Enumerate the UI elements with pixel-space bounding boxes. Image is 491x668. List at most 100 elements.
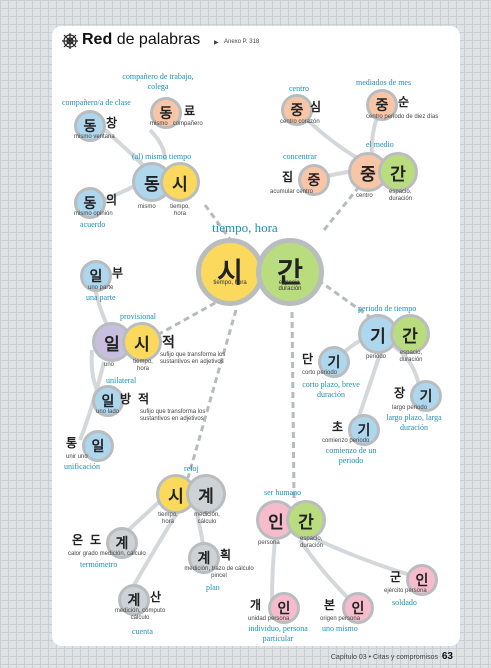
dongui-meaning: acuerdo	[80, 220, 106, 229]
dongchang-caption: mismo ventana	[74, 134, 115, 140]
ilsi-si-circle: 시	[122, 322, 162, 362]
jang-char: 장	[394, 386, 406, 400]
dongsi-si-caption: tiempo, hora	[170, 204, 190, 217]
hub-gan-caption: espacio, duración	[278, 280, 302, 292]
cho-char: 초	[332, 420, 344, 434]
gyesan-meaning: cuenta	[132, 627, 153, 636]
bonin-caption: origen persona	[320, 616, 361, 622]
page-footer: Capítulo 03 • Citas y compromisos 63	[330, 651, 453, 662]
gaein-in-circle: 인	[268, 592, 300, 624]
junggan-gan-caption: espacio, duración	[389, 189, 413, 202]
jipjung-caption: acumular centro	[270, 189, 314, 195]
page-title: Red de palabras	[82, 31, 201, 48]
gunin-caption: ejército persona	[384, 588, 427, 594]
sigye-gye-circle: 계	[186, 474, 226, 514]
jungsim-jung-circle: 중	[281, 94, 313, 126]
dong-circle: 동	[150, 97, 182, 129]
sun-char: 순	[398, 95, 410, 109]
dan-char: 단	[302, 352, 314, 366]
gaein-caption: unidad persona	[248, 616, 290, 622]
on-char: 온	[72, 533, 84, 547]
sigye-gye-caption: medición, cálculo	[194, 512, 220, 525]
bonin-in-circle: 인	[342, 592, 374, 624]
do-char: 도	[90, 533, 102, 547]
gyesan-gye-circle: 계	[118, 584, 150, 616]
hub-si-caption: tiempo, hora	[213, 280, 247, 286]
janggi-meaning: largo plazo, larga duración	[386, 413, 442, 432]
ryo-char: 료	[184, 104, 196, 118]
gyehoek-gye-circle: 계	[188, 542, 220, 574]
dongui-caption: mismo opinión	[74, 211, 113, 217]
dongsi-si-circle: 시	[160, 162, 200, 202]
jeok-caption: sufijo que transforma los sustantivos en…	[160, 352, 226, 365]
gigan-gi-caption: periodo	[366, 354, 387, 360]
bon-char: 본	[324, 598, 336, 612]
dangi-meaning: corto plazo, breve duración	[302, 380, 360, 399]
ilbu-il-circle: 일	[80, 260, 112, 292]
chogi-caption: comienzo periodo	[322, 438, 370, 444]
sigye-meaning: reloj	[184, 464, 199, 473]
ondogye-meaning: termómetro	[80, 560, 118, 569]
dangi-caption: corto periodo	[302, 370, 338, 376]
jungsun-jung-circle: 중	[366, 89, 398, 121]
jungsim-caption: centro corazón	[280, 119, 320, 125]
gunin-in-circle: 인	[406, 564, 438, 596]
sigye-si-caption: tiempo, hora	[158, 512, 178, 525]
jungsim-meaning: centro	[289, 84, 309, 93]
ilbu-meaning: una parte	[86, 293, 116, 302]
dongsi-dong-caption: mismo	[138, 204, 156, 210]
tongil-caption: unir uno	[66, 454, 88, 460]
gigan-gan-caption: espacio, duración	[399, 350, 423, 363]
ilbu-caption: uno parte	[88, 285, 114, 291]
spider-web-icon	[62, 33, 78, 49]
jungsun-caption: centro periodo de diez días	[366, 114, 439, 120]
dongryo-caption: mismo compañero	[150, 121, 203, 127]
ingan-gan-circle: 간	[286, 500, 326, 540]
ondogye-gye-circle: 계	[106, 527, 138, 559]
tongil-meaning: unificación	[64, 462, 100, 471]
hoek-char: 획	[220, 548, 232, 562]
bang-char: 방	[120, 392, 132, 406]
ingan-meaning: ser humano	[264, 488, 302, 497]
gyehoek-meaning: plan	[206, 583, 220, 592]
ilbang-jeok-caption: sufijo que transforma los sustantivos en…	[140, 409, 206, 422]
gigan-meaning: periodo de tiempo	[358, 304, 417, 313]
janggi-caption: largo periodo	[392, 405, 428, 411]
junggan-jung-caption: centro	[356, 193, 373, 199]
ilbang-il-circle: 일	[92, 385, 124, 417]
ilsijeok-meaning: provisional	[120, 312, 156, 321]
dangi-gi-circle: 기	[318, 346, 350, 378]
ondogye-caption: calor grado medición, cálculo	[68, 551, 146, 557]
hub-label: tiempo, hora	[212, 220, 278, 235]
tong-char: 통	[66, 436, 78, 450]
dongchang-meaning: compañero/a de clase	[62, 98, 131, 107]
janggi-gi-circle: 기	[410, 380, 442, 412]
ilsi-il-caption: uno	[104, 362, 115, 368]
ilbang-caption: uno lado	[96, 409, 120, 415]
gae-char: 개	[250, 598, 262, 612]
ilsi-si-caption: tiempo, hora	[133, 359, 153, 372]
chogi-gi-circle: 기	[348, 414, 380, 446]
ingan-in-caption: persona	[258, 540, 280, 546]
gaein-meaning: individuo, persona particular	[248, 624, 308, 643]
jip-char: 집	[282, 170, 294, 184]
colega-meaning: compañero de trabajo, colega	[122, 72, 194, 91]
ingan-gan-caption: espacio, duración	[300, 536, 324, 549]
jeok-char: 적	[162, 335, 175, 351]
gun-char: 군	[390, 570, 402, 584]
gigan-gan-circle: 간	[390, 314, 430, 354]
hub-gan-circle: 간	[256, 238, 324, 306]
jipjung-meaning: concentrar	[283, 152, 317, 161]
dongsi-meaning: (al) mismo tiempo	[132, 152, 192, 161]
ui-char: 의	[106, 193, 118, 207]
bonin-meaning: uno mismo	[322, 624, 358, 633]
hub-si-circle: 시	[196, 238, 264, 306]
dong-chang-circle: 동	[74, 110, 106, 142]
tongil-il-circle: 일	[82, 430, 114, 462]
gunin-meaning: soldado	[392, 598, 417, 607]
jungsun-meaning: mediados de mes	[356, 78, 412, 87]
gyesan-caption: medición, cómputo cálculo	[114, 608, 166, 621]
anexo-ref: Anexo P. 318	[224, 39, 260, 45]
sim-char: 심	[310, 100, 322, 114]
jipjung-jung-circle: 중	[298, 164, 330, 196]
